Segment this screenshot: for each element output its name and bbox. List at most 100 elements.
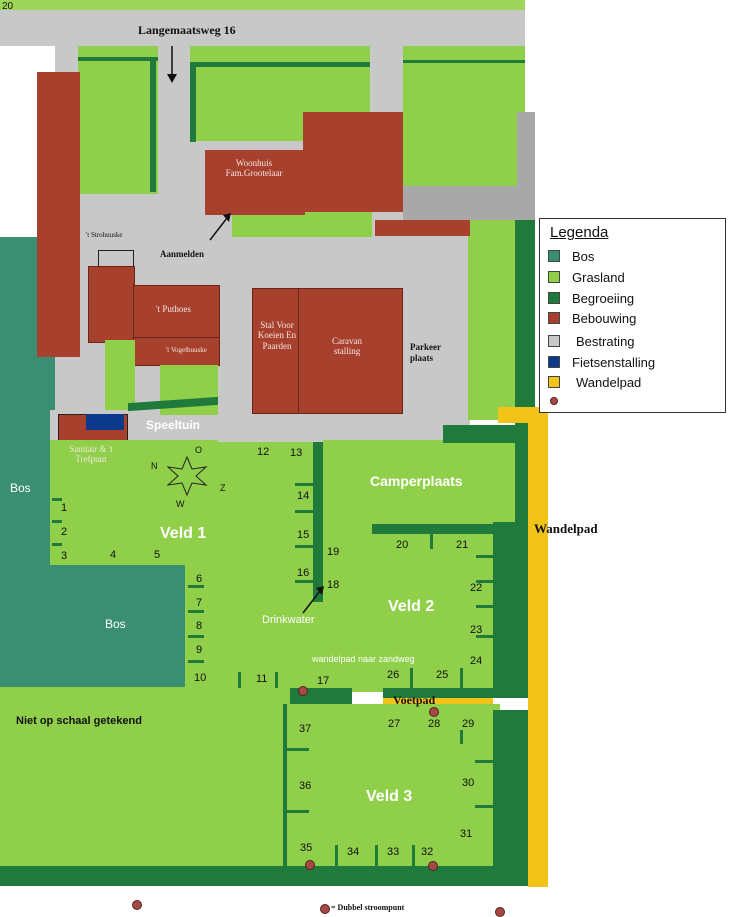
label-sanitair: Sanitair & 't Trefpunt (69, 444, 113, 465)
bike-shed-sanitair (86, 414, 124, 430)
power-point-icon (132, 900, 142, 910)
label-bos-left: Bos (10, 481, 31, 495)
power-point-icon (550, 397, 558, 405)
hedge-top-b (150, 57, 156, 192)
arrow-up-right-icon (209, 213, 231, 241)
paving-row (218, 420, 443, 442)
pitch-number: 12 (257, 446, 270, 458)
top-grass-strip (0, 0, 525, 10)
pitch-divider (287, 810, 309, 813)
hedge-veld2-top (372, 524, 500, 534)
road-langemaatsweg (0, 10, 525, 46)
legend-label: Begroeiing (572, 291, 635, 306)
legend-label: Bestrating (576, 334, 635, 349)
hedge-top-a (78, 57, 158, 61)
pitch-number: 6 (196, 573, 203, 585)
pitch-divider (295, 483, 313, 486)
hedge-veld2-bottom (383, 688, 530, 698)
legend-swatch (548, 335, 560, 347)
power-point-icon (495, 907, 505, 917)
pitch-number: 23 (470, 624, 483, 636)
power-point-icon (320, 904, 330, 914)
pitch-divider (52, 543, 62, 546)
hedge-top-d (190, 62, 196, 142)
legend-label: Bos (572, 249, 595, 264)
pitch-number: 11 (256, 673, 268, 685)
pitch-divider (460, 730, 463, 744)
pitch-number: 13 (290, 447, 303, 459)
pitch-number: 7 (196, 597, 203, 609)
pitch-number: 28 (428, 718, 441, 730)
pitch-number: 21 (456, 539, 469, 551)
label-wandelpad: Wandelpad (534, 521, 598, 536)
legend-label: Wandelpad (576, 375, 642, 390)
pitch-number: 30 (462, 777, 475, 789)
label-voetpad: Voetpad (393, 693, 436, 707)
pitch-number: 2 (61, 526, 68, 538)
grass-block-5 (468, 220, 523, 420)
pitch-number: 20 (396, 539, 409, 551)
hedge-veld3-left (283, 704, 287, 869)
pitch-divider (238, 672, 241, 688)
power-point-icon (429, 707, 439, 717)
hedge-veld3-right (493, 710, 530, 870)
label-veld3: Veld 3 (366, 788, 413, 805)
hedge-top-e (403, 60, 525, 63)
pitch-divider (295, 545, 313, 548)
pitch-number: 33 (387, 846, 400, 858)
building-stal (252, 288, 302, 414)
legend: Legenda Bos Grasland Begroeiing Bebouwin… (539, 218, 726, 413)
pitch-divider (430, 534, 433, 549)
pitch-divider (460, 668, 463, 688)
veld3-grass (290, 704, 500, 869)
pitch-divider (476, 605, 493, 608)
pitch-divider (188, 610, 204, 613)
hedge-camper-top (443, 425, 530, 443)
pitch-divider (375, 845, 378, 866)
pitch-divider (475, 805, 493, 808)
pitch-divider (475, 760, 493, 763)
legend-swatch (548, 292, 560, 304)
bos-center (50, 565, 185, 690)
building-caravan (298, 288, 403, 414)
building-left-strip (37, 72, 80, 357)
legend-label: Fietsenstalling (572, 355, 656, 370)
pitch-number: 27 (388, 718, 401, 730)
pitch-divider (412, 845, 415, 866)
pitch-divider (295, 510, 313, 513)
pitch-number: 17 (317, 675, 330, 687)
pitch-number: 4 (110, 549, 117, 561)
pitch-number: 19 (327, 546, 340, 558)
pitch-divider (410, 668, 413, 688)
pitch-divider (335, 845, 338, 866)
pitch-divider (295, 580, 313, 583)
pitch-divider (275, 672, 278, 688)
wandelpad-path (528, 407, 548, 887)
address-label: Langemaatsweg 16 (138, 23, 236, 37)
wandelpad-top (498, 407, 544, 423)
compass-n: N (151, 461, 158, 471)
pitch-divider (52, 498, 62, 501)
pitch-number: 32 (421, 846, 434, 858)
grass-mid-left (105, 340, 135, 410)
pitch-number: 25 (436, 669, 449, 681)
pitch-number: 10 (194, 672, 207, 684)
bos-left (0, 237, 37, 687)
label-veld1: Veld 1 (160, 525, 207, 542)
map (0, 0, 548, 887)
label-veld2: Veld 2 (388, 598, 435, 615)
hedge-bottom (0, 866, 530, 886)
pitch-number: 9 (196, 644, 203, 656)
label-bos-center: Bos (105, 617, 126, 631)
building-woonhuis-ext (303, 112, 403, 212)
pitch-number: 36 (299, 780, 312, 792)
compass-z: Z (220, 483, 226, 493)
compass-w: W (176, 499, 185, 509)
hedge-right (515, 220, 535, 420)
arrow-drinkwater-icon (302, 586, 324, 614)
pitch-number: 22 (470, 582, 483, 594)
label-wandelpad-zandweg: wandelpad naar zandweg (312, 654, 415, 664)
hedge-top-c (190, 62, 370, 67)
power-point-icon (298, 686, 308, 696)
legend-swatch (548, 250, 560, 262)
